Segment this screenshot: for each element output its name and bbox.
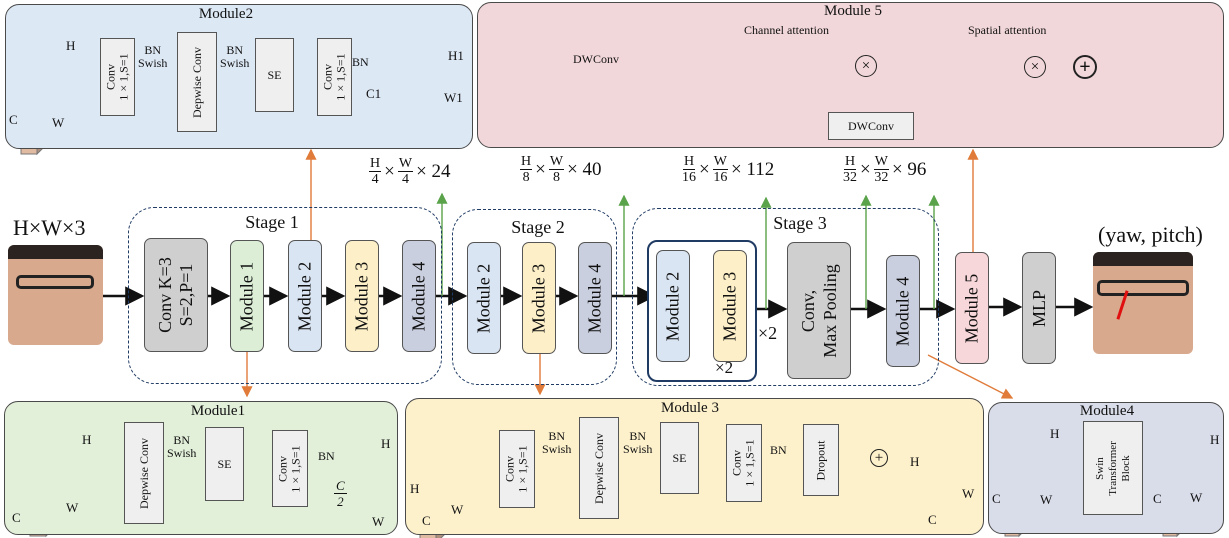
m2-bn-swish2: BN Swish (220, 43, 250, 70)
m4-in-h: H (1050, 426, 1060, 441)
m3-in-w: W (451, 502, 464, 517)
m2-depwise-box: Depwise Conv (177, 32, 217, 132)
stage3-conv-maxpool[interactable]: Conv,Max Pooling (787, 242, 851, 379)
m1-in-h: H (82, 432, 92, 447)
m1-in-w: W (66, 500, 79, 515)
m3-add-icon: + (870, 449, 888, 467)
input-face-hair (8, 245, 103, 259)
m5-mul-icon-2: × (1024, 56, 1046, 78)
module1-panel (4, 401, 398, 535)
m3-in-h: H (410, 481, 420, 496)
stage3-module3[interactable]: Module 3 (713, 250, 747, 362)
stage1-module4[interactable]: Module 4 (402, 240, 436, 352)
stage1-module3[interactable]: Module 3 (345, 240, 379, 352)
m3-out-w: W (962, 486, 975, 501)
m1-in-c: C (12, 510, 21, 525)
stage1-title: Stage 1 (245, 212, 299, 232)
stage2-title: Stage 2 (511, 217, 565, 237)
stage3-border (632, 208, 939, 386)
m2-bn: BN (352, 55, 369, 69)
stage2-module4[interactable]: Module 4 (578, 242, 612, 354)
stage2-border (452, 209, 617, 385)
output-face-image (1093, 252, 1193, 354)
module2-panel (5, 4, 473, 149)
m4-out-c: C (1153, 491, 1162, 506)
m3-bn-swish1: BN Swish (542, 429, 572, 456)
m2-bn-swish1: BN Swish (138, 43, 168, 70)
m3-conv2-box: Conv 1 × 1,S=1 (726, 424, 762, 502)
m4-in-c: C (992, 491, 1001, 506)
stage3-module4[interactable]: Module 4 (886, 255, 920, 367)
m3-dropout-box: Dropout (803, 424, 839, 496)
m3-out-h: H (910, 454, 920, 469)
m4-out-h: H (1210, 432, 1220, 447)
module1-panel-title: Module1 (190, 403, 246, 419)
m5-add-icon: + (1073, 55, 1097, 79)
m4-swin-box: Swin Transformer Block (1083, 421, 1143, 515)
m3-se-box: SE (660, 422, 699, 494)
stage3-outer-repeat: ×2 (758, 323, 778, 343)
stage1-module2[interactable]: Module 2 (288, 240, 322, 352)
stage1-module1[interactable]: Module 1 (230, 240, 264, 352)
stage3-title: Stage 3 (773, 213, 827, 233)
stage2-module2[interactable]: Module 2 (467, 242, 501, 354)
m1-out-h: H (381, 436, 391, 451)
stage1-border (128, 207, 442, 384)
m1-out-w: W (372, 514, 385, 529)
m2-in-h: H (66, 38, 76, 53)
m2-in-w: W (52, 115, 65, 130)
m3-bn: BN (770, 443, 787, 457)
module4-panel-title: Module4 (1079, 403, 1135, 419)
module5-panel-title: Module 5 (824, 3, 882, 19)
m2-conv1-box: Conv 1 × 1,S=1 (100, 38, 135, 116)
m2-out-c: C1 (366, 86, 382, 101)
m3-bn-swish2: BN Swish (623, 429, 653, 456)
stage3-pool-line2: Max Pooling (820, 263, 841, 358)
module2-panel-title: Module2 (198, 6, 254, 22)
arrow-to-module4-panel (927, 354, 1014, 399)
m3-out-c: C (928, 512, 937, 527)
m1-conv-box: Conv 1 × 1,S=1 (272, 430, 308, 507)
stem-conv-line2: S=2,P=1 (176, 263, 196, 327)
stage3-pool-line1: Conv, (798, 289, 819, 332)
stage2-module3[interactable]: Module 3 (522, 242, 556, 354)
m2-out-w: W1 (444, 90, 463, 105)
m4-out-w: W (1190, 490, 1203, 505)
stem-conv-line1: Conv K=3 (155, 257, 175, 333)
m2-conv2-box: Conv 1 × 1,S=1 (317, 38, 352, 116)
output-label: (yaw, pitch) (1098, 222, 1203, 247)
m5-channel-att-label: Channel attention (744, 23, 829, 37)
m4-in-w: W (1040, 492, 1053, 507)
m5-dwconv-label: DWConv (573, 52, 619, 66)
m1-se-box: SE (205, 427, 244, 501)
module3-panel-title: Module 3 (661, 400, 719, 416)
m3-in-c: C (422, 513, 431, 528)
m2-se-box: SE (255, 38, 294, 112)
input-face-glasses (16, 275, 94, 289)
output-face-glasses (1097, 280, 1189, 296)
input-label: H×W×3 (13, 215, 86, 240)
stage3-module2[interactable]: Module 2 (656, 250, 690, 362)
m3-depwise-box: Depwise Conv (579, 417, 619, 519)
m5-spatial-att-label: Spatial attention (968, 23, 1047, 37)
m3-conv1-box: Conv 1 × 1,S=1 (499, 430, 535, 508)
input-face-image (8, 245, 103, 345)
output-face-hair (1093, 252, 1193, 266)
stage3-inner-repeat: ×2 (715, 358, 734, 377)
m1-depwise-box: Depwise Conv (124, 422, 164, 524)
mlp-block[interactable]: MLP (1022, 252, 1056, 364)
m2-in-c: C (9, 112, 18, 127)
m5-dwconv-bottom-box: DWConv (828, 112, 914, 140)
module5-block[interactable]: Module 5 (955, 252, 989, 364)
m5-mul-icon-1: × (855, 55, 877, 77)
m1-bn: BN (318, 449, 335, 463)
m1-bn-swish: BN Swish (167, 433, 197, 460)
m2-out-h: H1 (448, 48, 464, 63)
